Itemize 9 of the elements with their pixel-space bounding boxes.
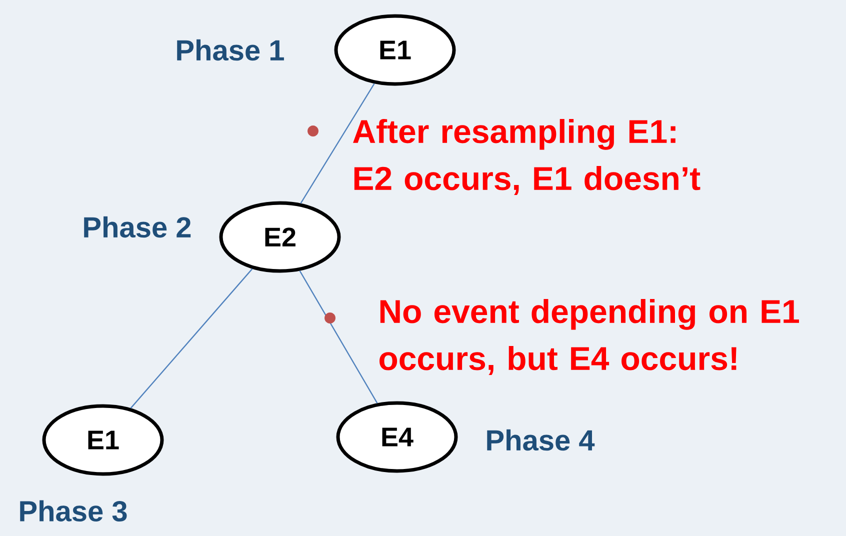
connector-line [299,270,378,404]
phase-label: Phase 1 [177,39,284,61]
phase-label: Phase 2 [84,216,191,238]
phase-label: Phase 4 [487,429,595,451]
edge-label: No event depending on E1 occurs, but E4 occurs! [380,298,799,376]
phase-label: Phase 3 [20,500,127,522]
connector-line [130,268,253,409]
edge-label: After resampling E1: E2 occurs, E1 doesn’t [353,118,700,195]
connector-line [300,83,375,204]
